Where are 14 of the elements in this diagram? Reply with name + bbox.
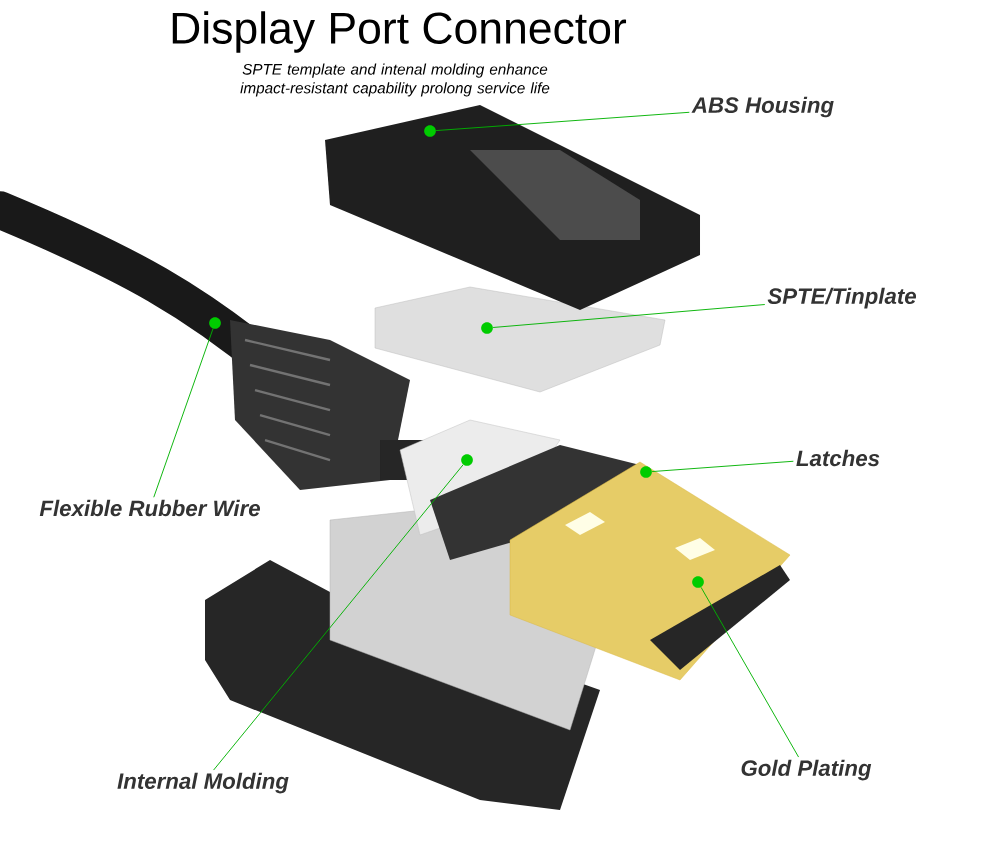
subtitle: SPTE template and intenal molding enhance impact-resistant capability prolong service life [240, 63, 550, 97]
leader-line [651, 460, 794, 473]
leader-line [435, 111, 690, 132]
part-label: Gold Plating [741, 759, 872, 781]
part-label: Internal Molding [117, 772, 289, 794]
leader-line [153, 328, 214, 498]
part-label: ABS Housing [691, 96, 834, 118]
leader-line [700, 586, 800, 758]
title: Display Port Connector [172, 11, 627, 53]
part-label: Flexible Rubber Wire [39, 499, 260, 517]
part-label: SPTE/Tinplate [767, 287, 917, 309]
part-label: Latches [796, 449, 880, 467]
leader-line [213, 464, 464, 771]
leader-line [492, 304, 766, 328]
